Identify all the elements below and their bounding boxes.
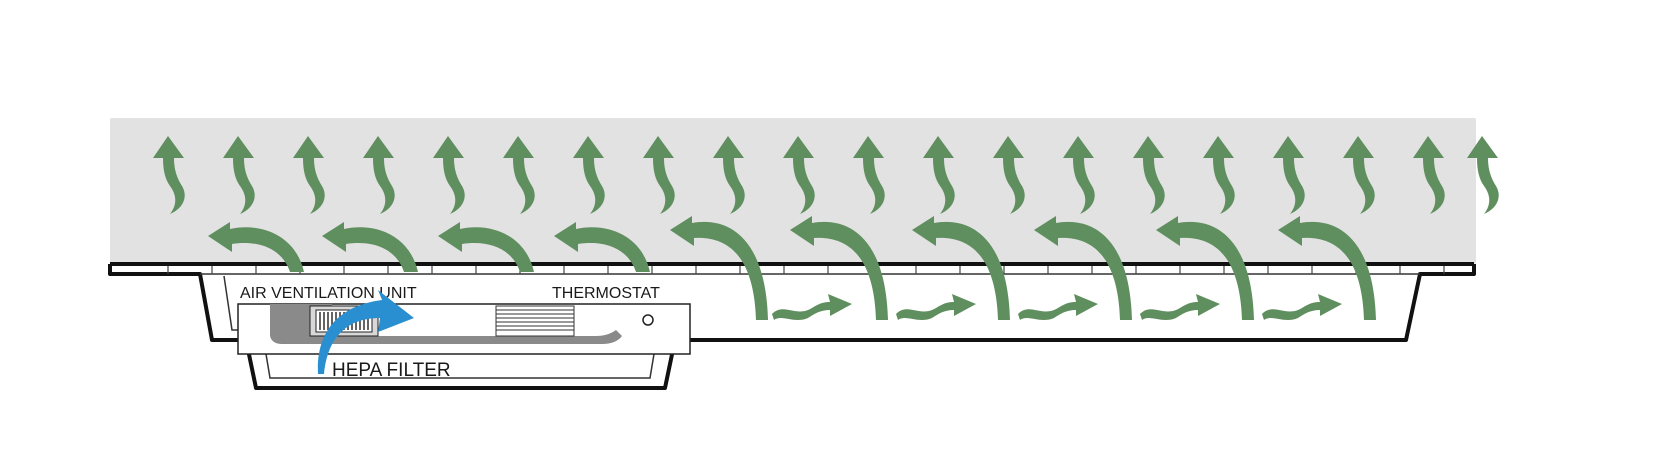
floor-grille bbox=[167, 266, 1445, 274]
airflow-side-arrow-icon bbox=[1018, 294, 1098, 320]
unit-air-channel bbox=[270, 304, 622, 344]
unit-label: AIR VENTILATION UNIT bbox=[240, 285, 417, 302]
duct-airflow bbox=[772, 294, 1342, 320]
airflow-side-arrow-icon bbox=[1140, 294, 1220, 320]
ventilation-unit bbox=[237, 303, 691, 355]
airflow-side-arrow-icon bbox=[1262, 294, 1342, 320]
floor-duct bbox=[108, 262, 1476, 390]
filtered-air-arrow bbox=[317, 290, 414, 374]
thermostat-sensor bbox=[642, 314, 654, 326]
airflow-side-arrow-icon bbox=[772, 294, 852, 320]
hepa-filter-label: HEPA FILTER bbox=[332, 360, 451, 381]
thermostat-label: THERMOSTAT bbox=[552, 285, 660, 302]
airflow-side-arrow-icon bbox=[896, 294, 976, 320]
vent-grille-icon bbox=[495, 305, 575, 337]
